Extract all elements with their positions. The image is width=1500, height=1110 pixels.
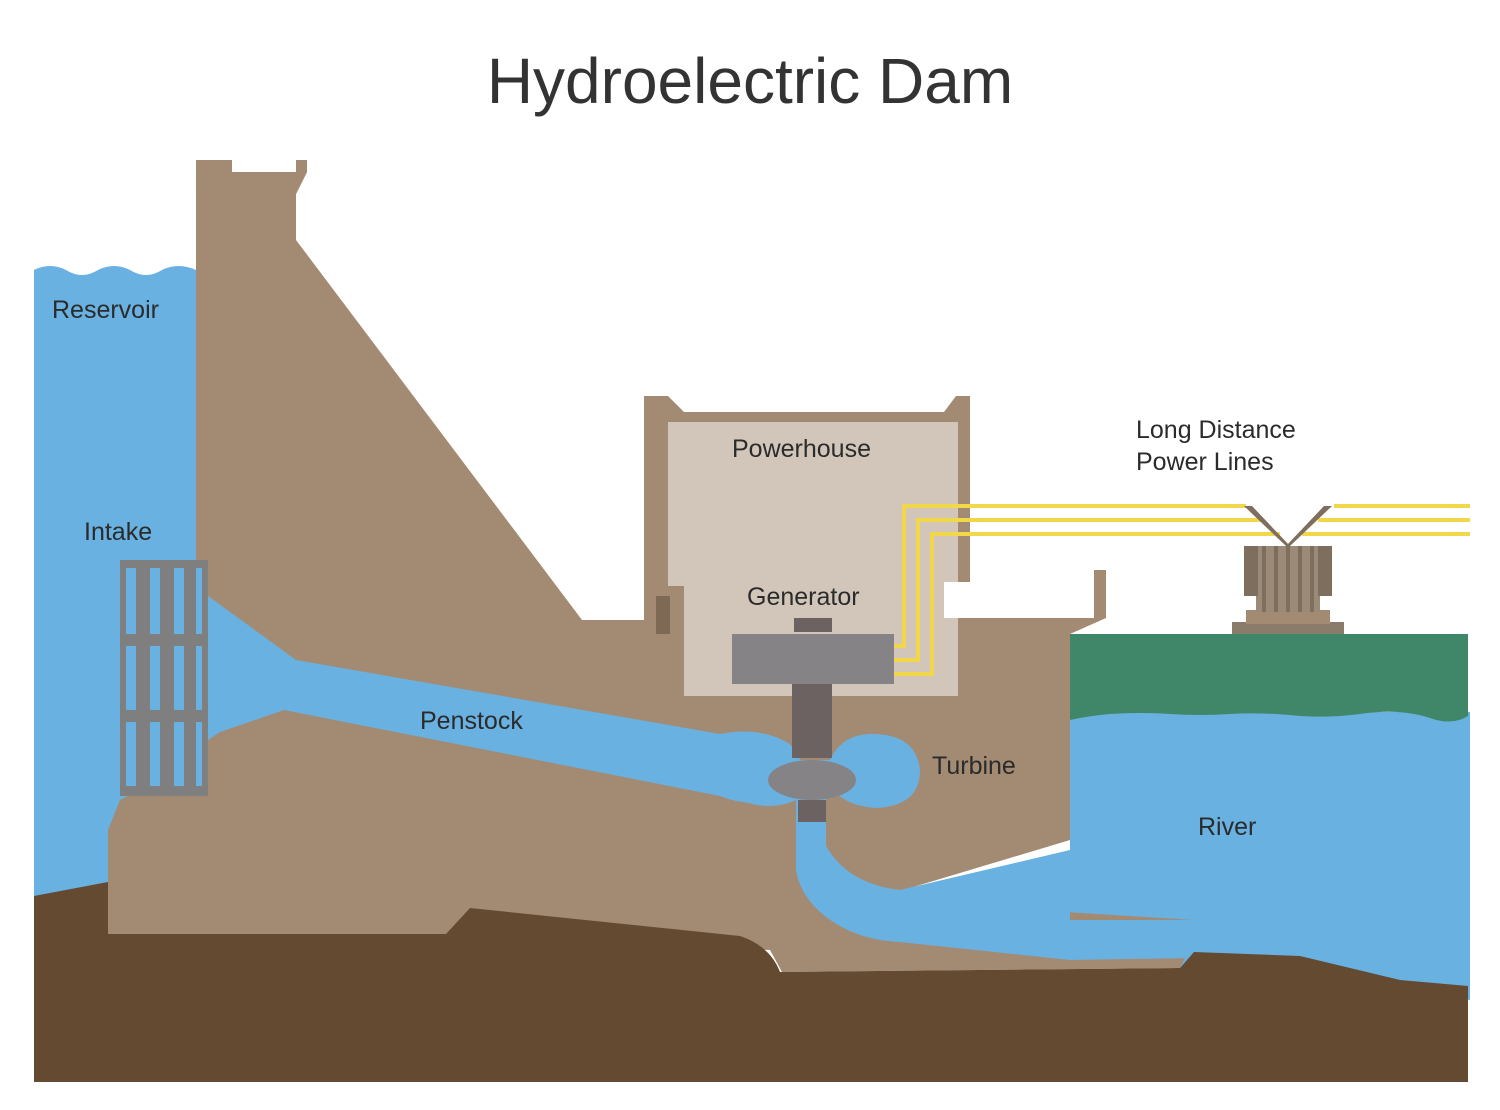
label-river: River xyxy=(1198,813,1256,841)
label-penstock: Penstock xyxy=(420,707,523,735)
label-generator: Generator xyxy=(747,583,860,611)
power-lines xyxy=(894,504,1470,676)
generator-cap xyxy=(794,618,832,632)
powerhouse-interior xyxy=(668,422,958,696)
transmission-tower xyxy=(1232,506,1344,634)
label-powerhouse: Powerhouse xyxy=(732,435,871,463)
powerhouse-wall-block xyxy=(656,596,670,634)
turbine-runner xyxy=(768,760,856,800)
grass-bank xyxy=(1070,634,1468,722)
label-intake: Intake xyxy=(84,518,152,546)
diagram-title: Hydroelectric Dam xyxy=(487,45,1013,117)
tailrace-water xyxy=(1070,840,1194,960)
dam-crest xyxy=(196,160,307,245)
generator-body xyxy=(732,634,894,684)
intake-grate xyxy=(120,560,208,796)
label-power-lines-line1: Long Distance xyxy=(1136,416,1296,444)
turbine-hub xyxy=(798,800,826,822)
label-reservoir: Reservoir xyxy=(52,296,159,324)
label-turbine: Turbine xyxy=(932,752,1016,780)
turbine-shaft xyxy=(792,684,832,758)
bedrock-ground xyxy=(34,882,1468,1082)
dam-structure xyxy=(108,160,1194,972)
penstock-water xyxy=(208,596,790,803)
label-power-lines-line2: Power Lines xyxy=(1136,448,1274,476)
